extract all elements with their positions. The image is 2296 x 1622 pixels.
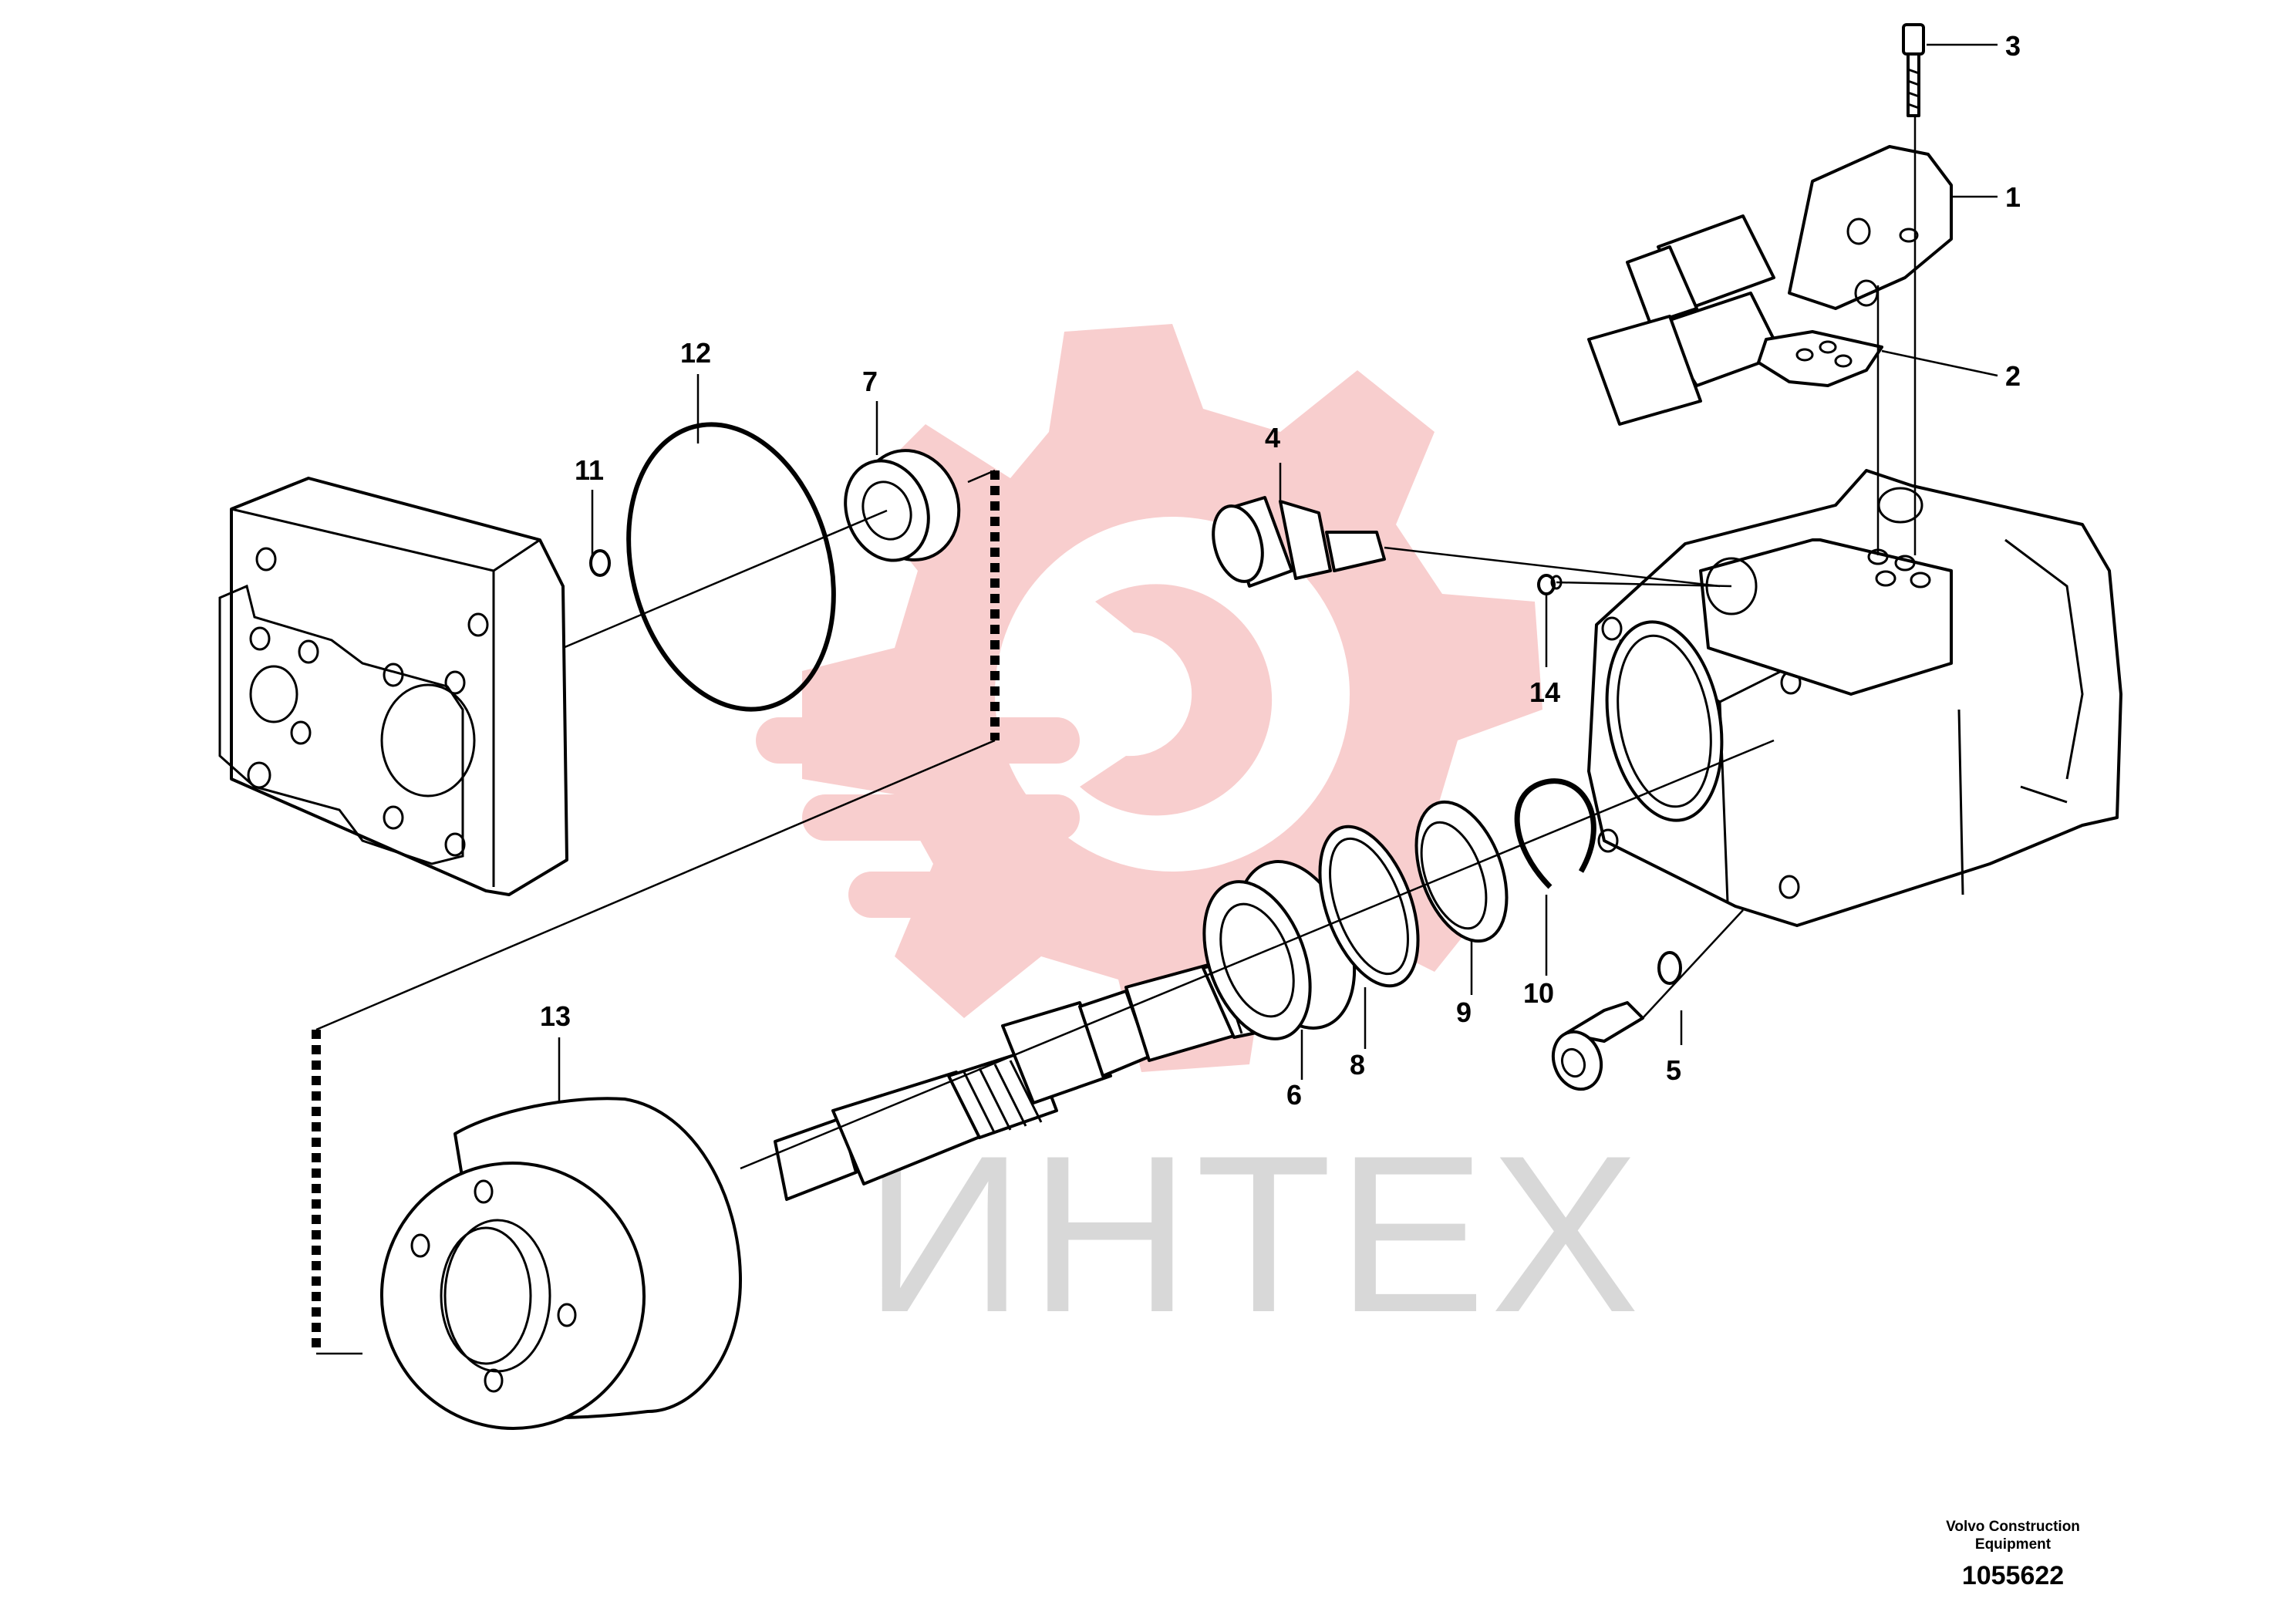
callout-7: 7 bbox=[862, 366, 878, 397]
callout-3: 3 bbox=[2005, 30, 2021, 62]
callout-1: 1 bbox=[2005, 181, 2021, 213]
callout-12: 12 bbox=[680, 337, 711, 369]
part-10-circlip bbox=[1514, 778, 1596, 889]
callout-2: 2 bbox=[2005, 360, 2021, 392]
part-5-bolt-and-seal bbox=[1551, 951, 1682, 1091]
callout-8: 8 bbox=[1350, 1049, 1365, 1081]
part-11-small-seal bbox=[589, 549, 611, 577]
callout-14: 14 bbox=[1529, 676, 1560, 708]
diagram-number: 1055622 bbox=[1961, 1561, 2065, 1590]
callout-13: 13 bbox=[540, 1000, 571, 1032]
watermark-text: ИНТЕХ bbox=[864, 1109, 1644, 1359]
credit-line-1: Volvo Construction bbox=[1946, 1519, 2080, 1535]
part-1-control-valve bbox=[1587, 145, 1953, 426]
part-7-bearing bbox=[844, 449, 961, 562]
callout-10: 10 bbox=[1523, 977, 1554, 1009]
part-14-small-plug bbox=[1537, 574, 1563, 595]
callout-4: 4 bbox=[1265, 422, 1280, 454]
part-2-gasket bbox=[1757, 330, 1883, 387]
part-8-shim bbox=[1318, 824, 1420, 988]
pump-housing bbox=[1587, 469, 2122, 927]
part-4-plug bbox=[1212, 496, 1386, 588]
part-3-cap-screw bbox=[1902, 23, 1925, 117]
credit-line-2: Equipment bbox=[1974, 1536, 2052, 1553]
assembly-lines bbox=[558, 43, 1998, 1170]
pump-cover-plate bbox=[218, 477, 568, 896]
callout-6: 6 bbox=[1286, 1079, 1302, 1111]
publisher-credit: Volvo Construction Equipment 1055622 bbox=[1913, 1518, 2113, 1591]
watermark-gear-logo bbox=[756, 324, 1542, 1072]
callout-9: 9 bbox=[1456, 996, 1472, 1028]
part-12-o-ring bbox=[626, 422, 836, 712]
callout-11: 11 bbox=[575, 454, 604, 486]
callout-5: 5 bbox=[1666, 1054, 1681, 1086]
part-13-cylinder-block bbox=[379, 1097, 742, 1430]
